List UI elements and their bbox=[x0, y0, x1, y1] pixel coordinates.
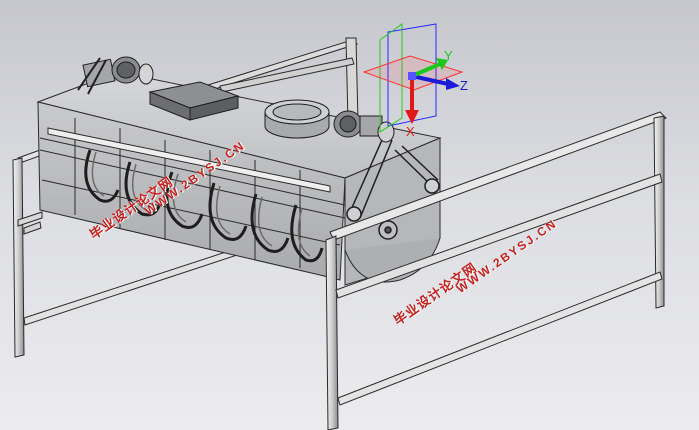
front-frame bbox=[325, 111, 667, 430]
right-motor bbox=[333, 110, 395, 143]
round-inlet bbox=[264, 99, 330, 139]
yz-plane bbox=[387, 23, 437, 127]
belt-drive bbox=[346, 139, 440, 240]
x-axis-label: X bbox=[406, 124, 415, 139]
z-axis-arrow bbox=[411, 74, 449, 86]
coordinate-triad bbox=[362, 23, 464, 133]
blade-inner-lines bbox=[91, 151, 311, 257]
left-motor bbox=[77, 56, 154, 95]
feed-hopper-block bbox=[148, 81, 240, 121]
xz-plane bbox=[379, 23, 403, 133]
y-axis-label: Y bbox=[444, 48, 453, 63]
z-axis-label: Z bbox=[460, 78, 468, 93]
mixing-blades bbox=[84, 149, 324, 263]
y-axis-arrow bbox=[411, 62, 441, 78]
